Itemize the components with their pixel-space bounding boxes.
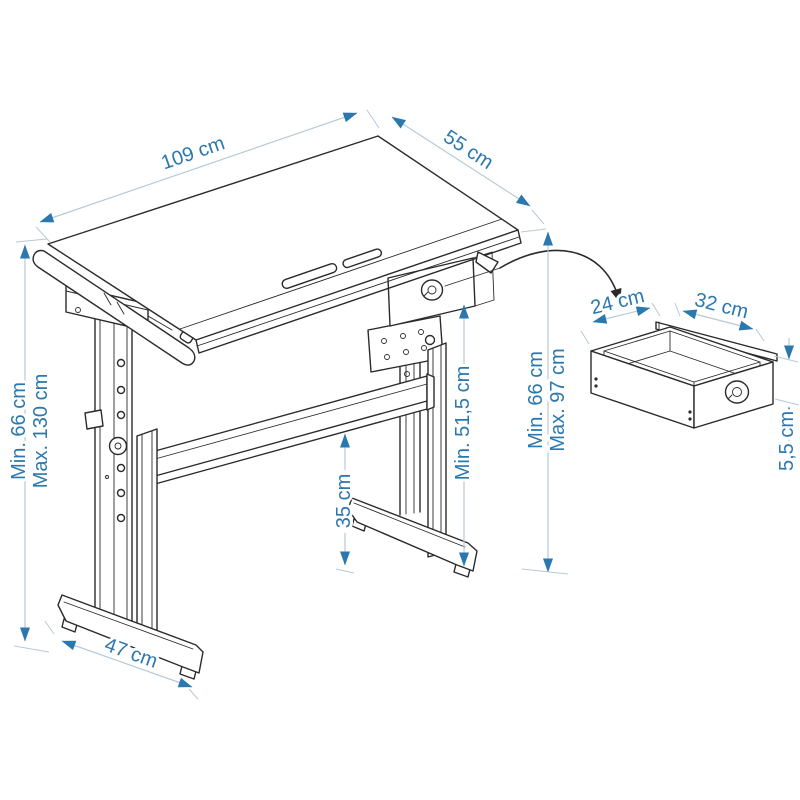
dim-label-desktop-width: 109 cm [158, 132, 227, 174]
drawer-knob [420, 279, 444, 301]
left-leg-column [84, 317, 133, 623]
screw-hole [75, 307, 81, 313]
dim-drawer-height: 5,5 cm [773, 338, 800, 474]
screw-head [594, 384, 598, 388]
clamp-knob [108, 436, 128, 456]
screw-hole [403, 349, 409, 355]
left-front-column [136, 428, 158, 640]
lock-catch [84, 409, 104, 430]
screw-hole [384, 354, 390, 360]
screw-hole [418, 329, 424, 335]
dim-label-drawer-width: 32 cm [692, 289, 750, 324]
screw-head [688, 410, 692, 414]
drawer-transfer-arrow [444, 249, 622, 303]
adjustment-hole [116, 463, 126, 473]
dim-crossbar-floor-gap: 35 cm [330, 433, 358, 574]
drawer-knob [724, 380, 750, 404]
right-front-column [426, 342, 447, 558]
dim-overall-height: Min. 66 cm Max. 130 cm [5, 238, 55, 653]
hinge-bar [281, 262, 338, 289]
hinge-marks [103, 292, 125, 315]
dim-under-desk-clearance: Min. 51,5 cm [449, 304, 477, 567]
dim-label-under-desk-clearance: Min. 51,5 cm [452, 366, 474, 480]
screw-hole [400, 333, 406, 339]
drawer-back-rail [655, 321, 778, 362]
screw-head [105, 475, 109, 479]
adjustment-hole [116, 488, 126, 498]
dim-label-worktop-height-min: Min. 66 cm [525, 351, 547, 449]
dim-label-overall-height-max: Max. 130 cm [30, 374, 52, 488]
screw-hole [421, 345, 427, 351]
adjustment-hole [116, 385, 126, 395]
right-foot [347, 497, 478, 578]
hinge-bar [342, 248, 383, 269]
pencil-ledge [32, 249, 196, 366]
dim-worktop-height: Min. 66 cm Max. 97 cm [520, 228, 572, 575]
screw-hole [404, 371, 410, 377]
screw-head [594, 377, 598, 381]
desk-drawer [387, 251, 495, 327]
leader-line [444, 267, 501, 287]
adjustment-hole [116, 410, 126, 420]
tilt-seam [179, 218, 503, 330]
corner-support-tab [475, 251, 499, 274]
board-edge [195, 229, 522, 354]
adjustment-hole [116, 358, 126, 368]
dim-label-crossbar-floor-gap: 35 cm [333, 474, 355, 528]
dim-label-drawer-depth: 24 cm [589, 285, 647, 319]
detached-drawer-illustration [590, 321, 778, 429]
adjustment-hole [116, 513, 126, 523]
dim-label-worktop-height-max: Max. 97 cm [547, 348, 569, 451]
bolt-head [424, 334, 436, 346]
desk-illustration [32, 135, 522, 680]
curved-arrow-head [610, 288, 622, 303]
screw-head [688, 417, 692, 421]
crossbar-end-cap [426, 373, 435, 411]
screw-hole [381, 338, 387, 344]
curved-arrow [499, 249, 619, 297]
dim-label-overall-height-min: Min. 66 cm [8, 382, 30, 480]
dim-label-drawer-height: 5,5 cm [776, 411, 798, 471]
crossbar [154, 375, 428, 485]
